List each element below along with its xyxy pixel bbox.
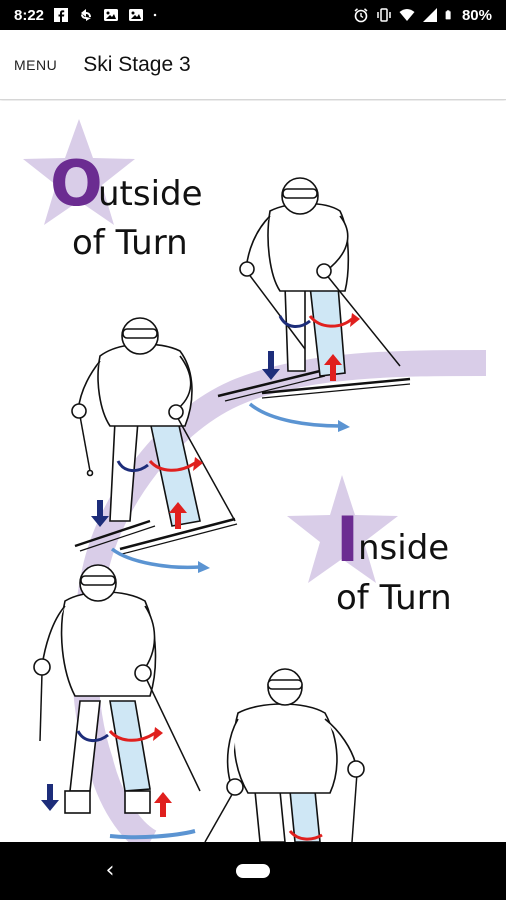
sync-icon (81, 9, 92, 21)
skier-1 (217, 177, 411, 402)
photo-icon (129, 9, 144, 21)
outside-letter: O (50, 147, 103, 220)
alarm-icon (354, 8, 368, 23)
inside-line2: of Turn (336, 578, 452, 618)
inside-star (287, 475, 398, 583)
battery-percent: 80% (461, 6, 492, 24)
inside-rest: nside (358, 528, 449, 568)
skier-4 (204, 668, 365, 842)
ski-track-arrow-blue-head (338, 420, 350, 432)
ski-track-arrow-blue (248, 402, 341, 428)
navigation-bar: ‹ (0, 842, 506, 900)
skier-2 (71, 317, 238, 555)
outside-line2: of Turn (72, 223, 188, 263)
page-title: Ski Stage 3 (83, 52, 191, 76)
back-icon[interactable]: ‹ (105, 858, 115, 883)
dot-icon (153, 13, 157, 17)
vibrate-icon (377, 8, 391, 22)
down-arrow-navy (262, 351, 280, 380)
skier-3 (33, 564, 201, 814)
outside-star (23, 119, 135, 225)
rotate-arrow-red (308, 314, 353, 328)
ski-turn-illustration: O utside of Turn I nside of Turn (23, 119, 487, 842)
menu-button[interactable]: MENU (14, 56, 58, 73)
rotate-arrow-navy (278, 315, 311, 328)
outside-rest: utside (98, 174, 203, 214)
status-time: 8:22 (14, 6, 45, 24)
rotate-arrow-red-head (350, 313, 360, 327)
status-bar: 8:22 (0, 0, 506, 30)
up-arrow-red (324, 354, 342, 381)
photo-icon (104, 9, 119, 21)
status-right: 80% (353, 7, 492, 24)
app-bar: MENU Ski Stage 3 (0, 30, 506, 100)
facebook-icon (54, 8, 69, 22)
main-content[interactable]: O utside of Turn I nside of Turn (0, 101, 506, 842)
battery-icon (445, 10, 451, 20)
status-left: 8:22 (14, 7, 161, 24)
home-pill-icon[interactable] (236, 864, 270, 878)
signal-icon (422, 8, 437, 22)
inside-letter: I (336, 503, 359, 576)
wifi-icon (399, 9, 415, 21)
